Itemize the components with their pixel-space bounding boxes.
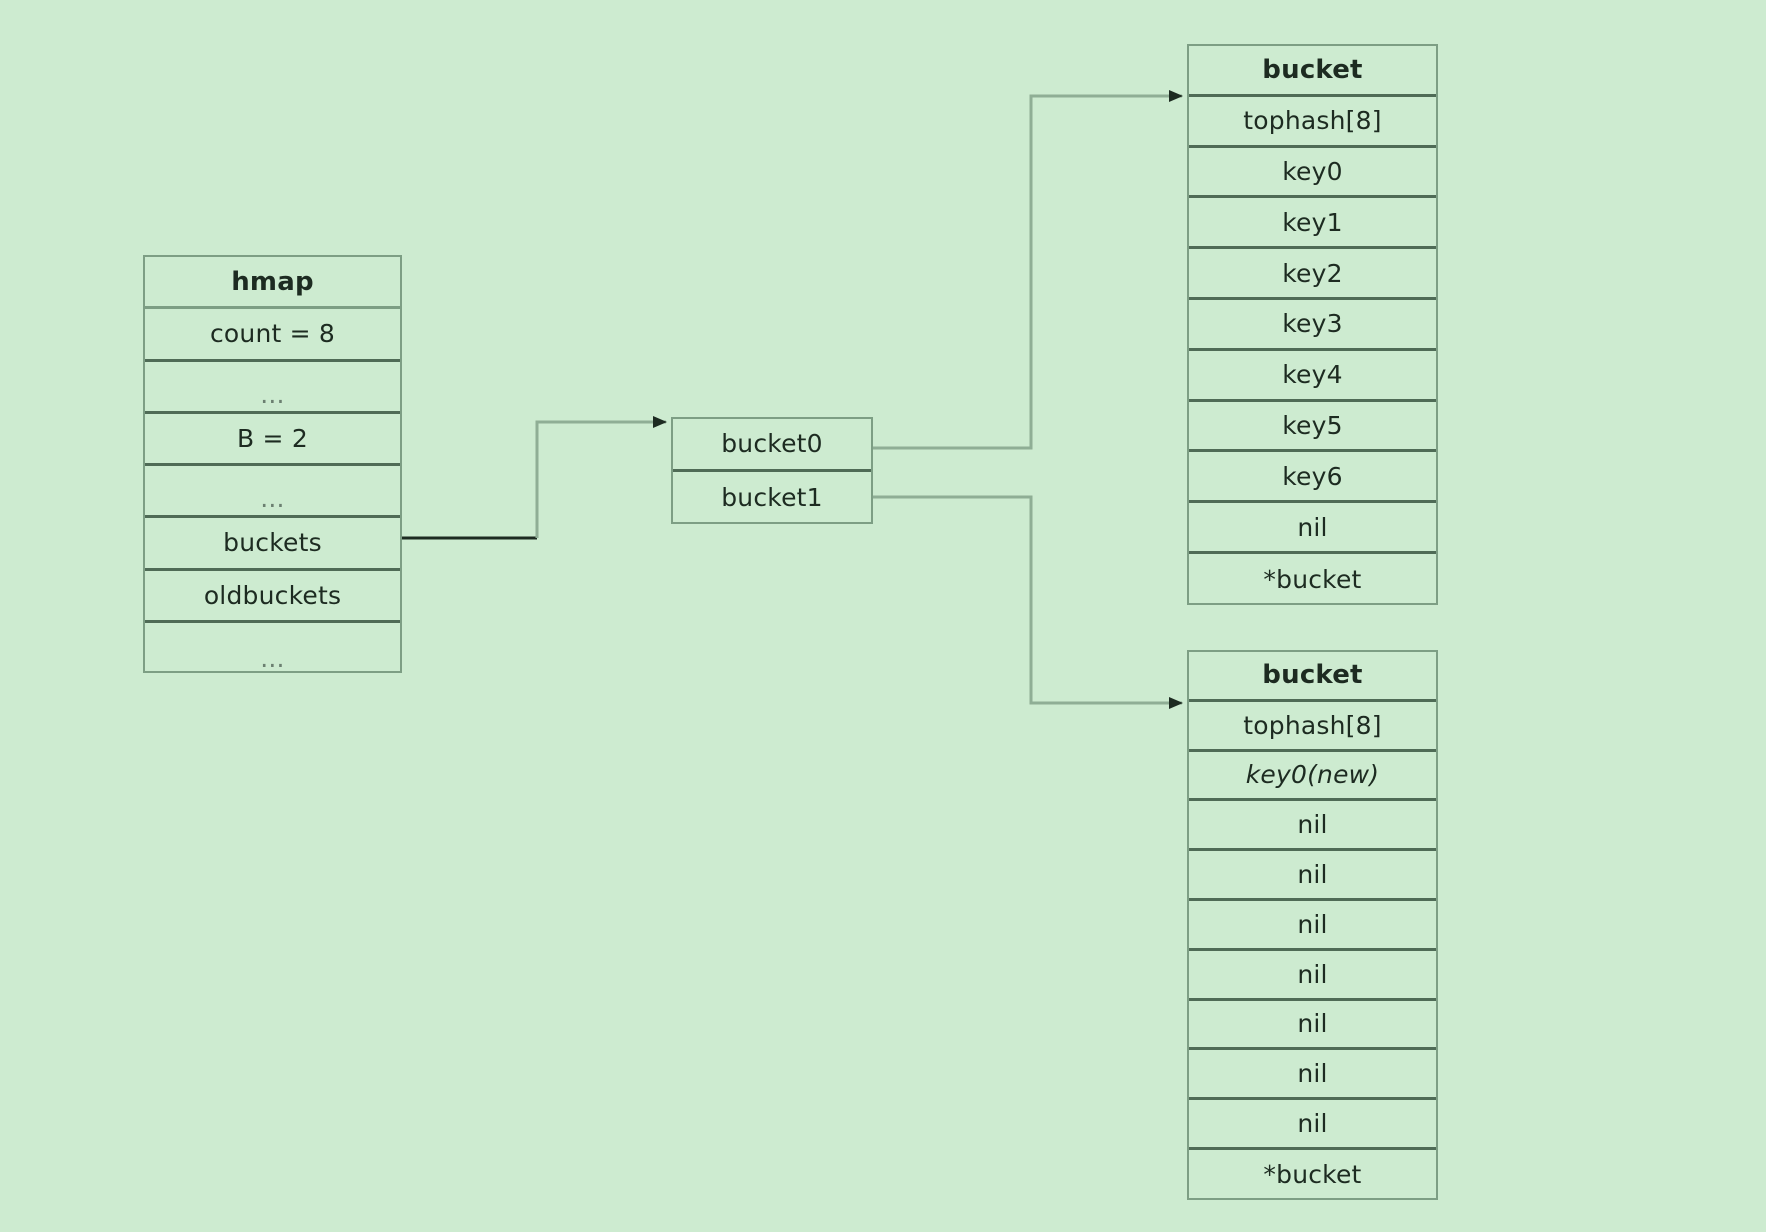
bucket-new-row-overflow: *bucket [1263, 564, 1362, 594]
bucket-new-row-key4: key4 [1189, 351, 1436, 402]
bucket-old-row-nil-3: nil [1189, 951, 1436, 1001]
hmap-struct: hmap count = 8 ... B = 2 ... buckets old… [143, 255, 402, 673]
bucket-old-row-key0-new: key0(new) [1189, 752, 1436, 802]
connector-bucket1-to-bucket [873, 495, 1183, 709]
bucket-old-row-tophash: tophash[8] [1189, 702, 1436, 752]
hmap-row-ellipsis-1: ... [145, 362, 400, 414]
bucket-new-row-key1: key1 [1189, 198, 1436, 250]
bucket-new-row-tophash: tophash[8] [1189, 97, 1436, 148]
bucket-new-row-key6: key6 [1189, 452, 1436, 504]
bucket-old-row-nil-4: nil [1189, 1001, 1436, 1051]
bucket-old-row-title: bucket [1189, 652, 1436, 702]
bucket-new-row-key0: key0 [1189, 148, 1436, 199]
hmap-row-title: hmap [145, 257, 400, 310]
bucket-struct-new: bucket tophash[8] key0 key1 key2 key3 ke… [1187, 44, 1438, 605]
hmap-row-b: B = 2 [145, 414, 400, 466]
bucket-old-row-nil-6: nil [1189, 1100, 1436, 1150]
hmap-row-buckets: buckets [145, 518, 400, 571]
bucket-struct-old: bucket tophash[8] key0(new) nil nil nil … [1187, 650, 1438, 1200]
bucket-new-row-title: bucket [1189, 46, 1436, 97]
bucket-new-row-key5: key5 [1189, 402, 1436, 453]
hmap-row-count: count = 8 [145, 309, 400, 362]
connector-bucket0-to-bucket [873, 90, 1183, 450]
bucket-old-row-nil-0: nil [1189, 801, 1436, 852]
bucket-array-row-bucket0: bucket0 [673, 419, 871, 472]
bucket-old-row-nil-1: nil [1189, 851, 1436, 901]
bucket-old-row-nil-2: nil [1189, 901, 1436, 951]
bucket-new-row-nil-0: nil [1189, 503, 1436, 554]
hmap-row-oldbuckets: oldbuckets [145, 571, 400, 623]
bucket-new-row-key3: key3 [1189, 300, 1436, 351]
hmap-row-ellipsis-3: ... [260, 644, 285, 673]
bucket-array-row-bucket1: bucket1 [721, 483, 823, 513]
bucket-array-struct: bucket0 bucket1 [671, 417, 873, 524]
hmap-row-ellipsis-2: ... [145, 466, 400, 519]
bucket-old-row-nil-5: nil [1189, 1050, 1436, 1101]
bucket-old-row-overflow: *bucket [1263, 1160, 1362, 1190]
bucket-new-row-key2: key2 [1189, 249, 1436, 300]
connector-buckets-to-bucket-array [402, 416, 667, 540]
